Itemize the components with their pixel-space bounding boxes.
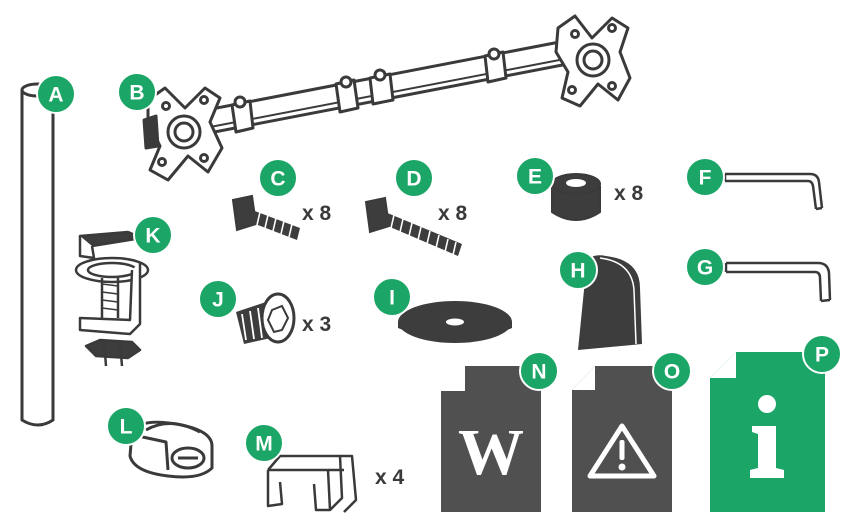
- document-info: [710, 352, 825, 512]
- badge-n: N: [519, 351, 559, 391]
- badge-a: A: [36, 74, 76, 114]
- svg-text:J: J: [212, 289, 224, 312]
- part-spacer: [551, 173, 601, 221]
- part-pole: [20, 82, 55, 427]
- badge-d: D: [394, 158, 434, 198]
- part-base-disc: [398, 301, 512, 343]
- part-allen-key-small: [723, 172, 824, 211]
- svg-text:L: L: [120, 416, 133, 439]
- part-cable-holder: [266, 454, 358, 513]
- svg-text:K: K: [145, 225, 160, 248]
- badge-j: J: [198, 279, 238, 319]
- badge-p: P: [802, 334, 842, 374]
- quantity-label-j: x 3: [302, 313, 331, 336]
- badge-b: B: [117, 72, 157, 112]
- part-screw-long: [364, 196, 462, 256]
- document-warranty: W: [438, 363, 541, 512]
- quantity-label-e: x 8: [614, 182, 644, 205]
- svg-text:G: G: [697, 257, 713, 280]
- svg-text:H: H: [570, 260, 585, 283]
- svg-text:O: O: [664, 361, 680, 384]
- badge-o: O: [652, 351, 692, 391]
- badge-i: I: [372, 277, 412, 317]
- quantity-label-d: x 8: [438, 202, 468, 225]
- part-desk-clamp: [74, 230, 150, 367]
- svg-text:A: A: [48, 84, 63, 107]
- badge-c: C: [258, 158, 298, 198]
- part-allen-key-large: [724, 261, 832, 303]
- badge-f: F: [685, 157, 725, 197]
- warning-triangle-icon: [587, 423, 657, 479]
- quantity-label-c: x 8: [302, 202, 332, 225]
- badge-g: G: [685, 247, 725, 287]
- warranty-doc-icon: W: [458, 416, 524, 489]
- svg-text:N: N: [531, 361, 546, 384]
- badge-l: L: [106, 406, 146, 446]
- badge-k: K: [133, 215, 173, 255]
- part-screw-short: [231, 194, 300, 240]
- info-icon: [750, 395, 784, 478]
- svg-text:F: F: [699, 167, 712, 190]
- quantity-label-m: x 4: [375, 466, 405, 489]
- badge-e: E: [515, 156, 555, 196]
- svg-text:E: E: [528, 166, 542, 189]
- svg-text:M: M: [255, 433, 273, 456]
- svg-text:P: P: [815, 344, 829, 367]
- part-bolt: [236, 292, 296, 344]
- badge-m: M: [244, 423, 284, 463]
- part-monitor-arm: [142, 14, 632, 182]
- badge-h: H: [558, 250, 598, 290]
- document-warning: [572, 366, 672, 512]
- part-cable-clip: [128, 420, 214, 479]
- svg-text:I: I: [389, 287, 395, 310]
- svg-text:D: D: [406, 168, 421, 191]
- svg-text:C: C: [270, 168, 285, 191]
- svg-text:B: B: [129, 82, 144, 105]
